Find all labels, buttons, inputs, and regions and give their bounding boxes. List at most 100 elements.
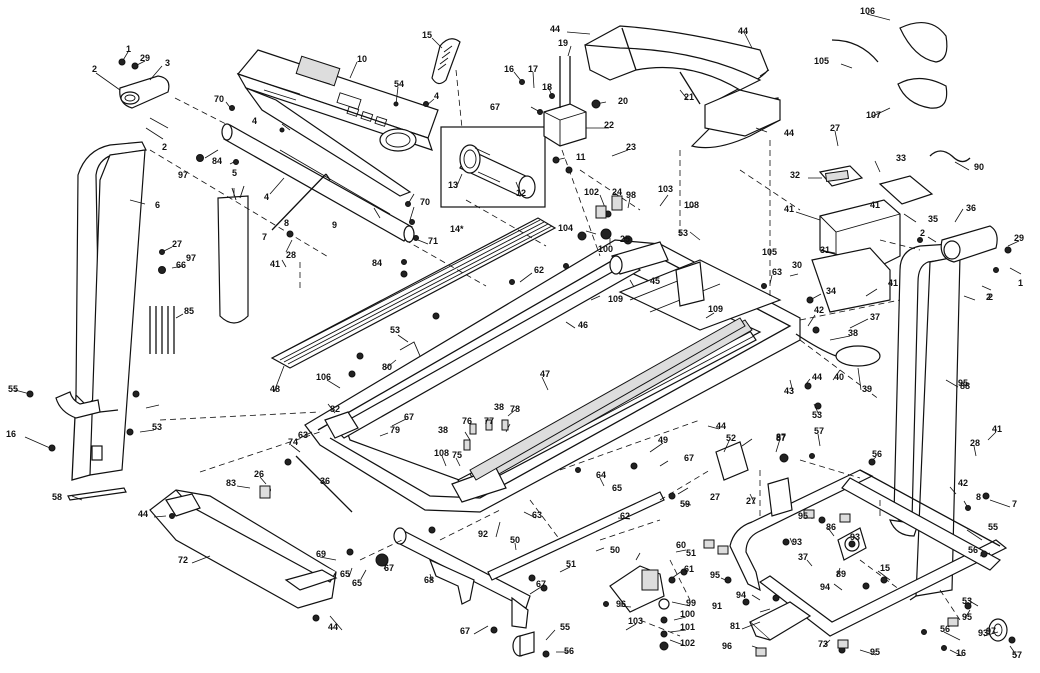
- part-callout-32: 32: [790, 170, 800, 180]
- part-callout-41: 41: [784, 204, 794, 214]
- part-callout-95: 95: [798, 511, 808, 521]
- part-callout-98: 98: [626, 190, 636, 200]
- part-callout-38: 38: [438, 425, 448, 435]
- part-callout-87: 87: [776, 433, 786, 443]
- part-callout-106: 106: [316, 372, 331, 382]
- part-callout-41: 41: [270, 259, 280, 269]
- part-callout-22: 22: [604, 120, 614, 130]
- drive-belt: [431, 38, 461, 85]
- right-wheel: [988, 618, 1008, 642]
- part-callout-108: 108: [684, 200, 699, 210]
- part-callout-35: 35: [928, 214, 938, 224]
- safety-key-wire: [271, 173, 331, 231]
- part-callout-107: 107: [866, 110, 881, 120]
- part-callout-4: 4: [252, 116, 257, 126]
- part-callout-54: 54: [394, 79, 404, 89]
- part-callout-87: 87: [776, 432, 786, 442]
- part-callout-97: 97: [186, 253, 196, 263]
- part-callout-101: 101: [680, 622, 695, 632]
- part-callout-39: 39: [862, 384, 872, 394]
- part-callout-44: 44: [716, 421, 726, 431]
- part-callout-41: 41: [870, 200, 880, 210]
- part-callout-45: 45: [650, 276, 660, 286]
- part-callout-55: 55: [988, 522, 998, 532]
- part-callout-31: 31: [820, 245, 830, 255]
- part-callout-44: 44: [812, 372, 822, 382]
- cord-39: [835, 345, 881, 367]
- part-callout-36: 36: [320, 476, 330, 486]
- right-upright-tube: [889, 243, 961, 601]
- front-wheel: [512, 631, 535, 657]
- part-callout-76: 76: [462, 416, 472, 426]
- part-callout-95: 95: [870, 647, 880, 657]
- base-frame: [729, 469, 1008, 637]
- part-callout-70: 70: [214, 94, 224, 104]
- part-callout-1: 1: [1018, 278, 1023, 288]
- bracket-52: [715, 441, 749, 481]
- motor-bracket: [543, 103, 587, 147]
- part-callout-99: 99: [686, 598, 696, 608]
- part-callout-67: 67: [404, 412, 414, 422]
- part-callout-53: 53: [390, 325, 400, 335]
- part-callout-100: 100: [598, 244, 613, 254]
- part-callout-44: 44: [550, 24, 560, 34]
- part-callout-20: 20: [618, 96, 628, 106]
- part-callout-28: 28: [970, 438, 980, 448]
- part-callout-2: 2: [92, 64, 97, 74]
- part-callout-2: 2: [162, 142, 167, 152]
- part-callout-51: 51: [566, 559, 576, 569]
- part-callout-27: 27: [172, 239, 182, 249]
- part-callout-38: 38: [494, 402, 504, 412]
- part-callout-4: 4: [264, 192, 269, 202]
- part-callout-21: 21: [684, 92, 694, 102]
- part-callout-58: 58: [52, 492, 62, 502]
- part-callout-102: 102: [584, 187, 599, 197]
- cord-107: [897, 77, 948, 109]
- part-callout-19: 19: [558, 38, 568, 48]
- part-callout-57: 57: [814, 426, 824, 436]
- part-callout-5: 5: [232, 168, 237, 178]
- part-callout-70: 70: [420, 197, 430, 207]
- part-callout-55: 55: [8, 384, 18, 394]
- part-callout-29: 29: [140, 53, 150, 63]
- fasteners: [26, 58, 1016, 658]
- part-callout-105: 105: [762, 247, 777, 257]
- part-callout-41: 41: [992, 424, 1002, 434]
- part-callout-53: 53: [152, 422, 162, 432]
- left-upright-tube: [55, 141, 147, 481]
- part-callout-48: 48: [270, 384, 280, 394]
- part-callout-67: 67: [490, 102, 500, 112]
- left-upright-cap: [119, 75, 170, 109]
- part-callout-30: 30: [792, 260, 802, 270]
- part-callout-23: 23: [626, 142, 636, 152]
- controller-bracket: [811, 199, 901, 313]
- bracket-87: [767, 477, 793, 517]
- part-callout-84: 84: [372, 258, 382, 268]
- part-callout-80: 80: [382, 362, 392, 372]
- part-callout-92: 92: [478, 529, 488, 539]
- part-callout-8: 8: [284, 218, 289, 228]
- right-upright-cap: [940, 225, 998, 263]
- part-callout-50: 50: [610, 545, 620, 555]
- long-bolt: [295, 455, 353, 513]
- part-callout-79: 79: [390, 425, 400, 435]
- part-callout-103: 103: [658, 184, 673, 194]
- part-callout-105: 105: [814, 56, 829, 66]
- part-callout-85: 85: [184, 306, 194, 316]
- part-callout-3: 3: [165, 58, 170, 68]
- part-callout-82: 82: [330, 404, 340, 414]
- part-callout-84: 84: [212, 156, 222, 166]
- part-callout-68: 68: [424, 575, 434, 585]
- part-callout-33: 33: [896, 153, 906, 163]
- part-callout-15: 15: [422, 30, 432, 40]
- part-callout-24: 24: [612, 187, 622, 197]
- part-callout-16: 16: [6, 429, 16, 439]
- assembly-lines: [149, 69, 961, 637]
- leader-lines: [14, 13, 1022, 657]
- rear-end-cap: [149, 489, 338, 609]
- part-callout-14*: 14*: [450, 224, 464, 234]
- part-callout-89: 89: [836, 569, 846, 579]
- part-callout-57: 57: [1012, 650, 1022, 660]
- part-callout-81: 81: [730, 621, 740, 631]
